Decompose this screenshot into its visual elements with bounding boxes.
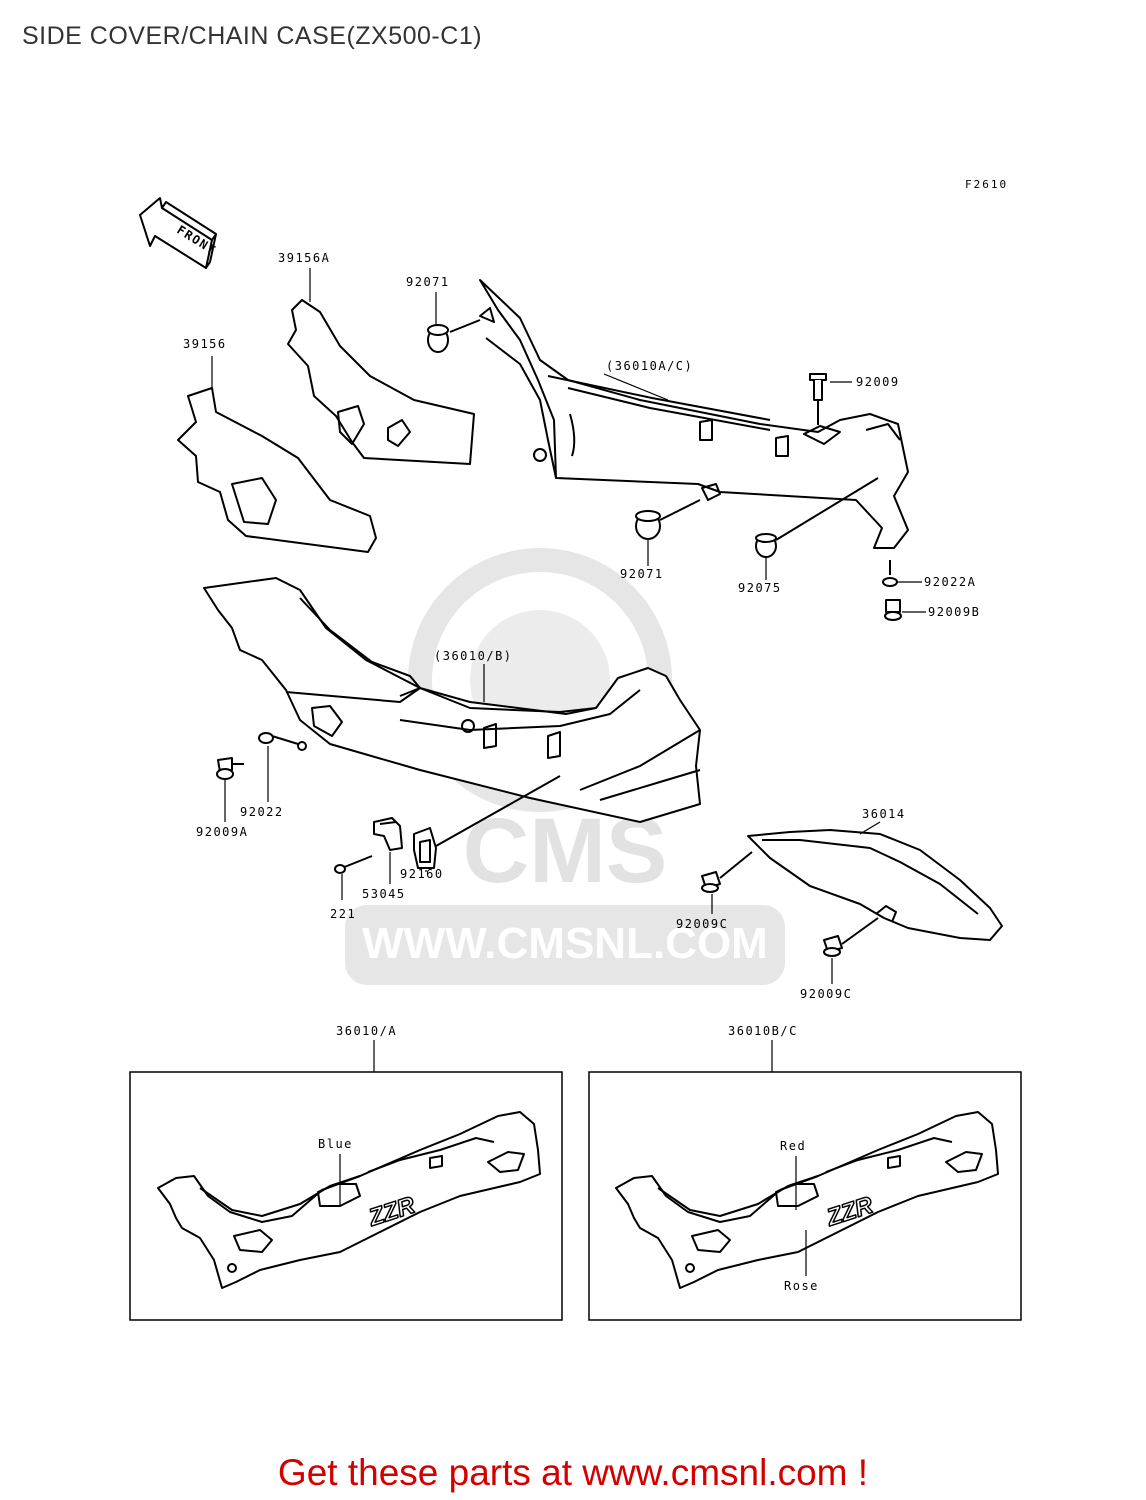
bolt-92009c-2-icon	[823, 917, 879, 957]
label-36010ac: (36010A/C)	[606, 359, 693, 373]
washer-92022a-icon	[882, 560, 898, 587]
label-53045: 53045	[362, 887, 406, 901]
part-36010ac-cover	[479, 279, 909, 549]
label-92009: 92009	[856, 375, 900, 389]
part-36014-chain-case	[747, 829, 1003, 941]
inset-a-callout-blue: Blue	[318, 1137, 353, 1151]
watermark-url: WWW.CMSNL.COM	[362, 919, 768, 968]
label-92071-top: 92071	[406, 275, 450, 289]
washer-92022-icon	[258, 732, 299, 745]
inset-36010bc: 36010B/C ZZR Red Rose	[588, 1024, 1022, 1321]
grommet-92071-mid-icon	[635, 499, 701, 540]
screw-221-icon	[334, 855, 373, 874]
label-92022: 92022	[240, 805, 284, 819]
grommet-92071-top-icon	[427, 307, 495, 353]
clip-53045-icon	[373, 817, 403, 851]
grommet-92075-icon	[755, 477, 879, 558]
grommet-92160-icon	[413, 775, 561, 869]
screw-92009-icon	[809, 373, 827, 425]
part-39156-cover	[177, 387, 377, 553]
bolt-92009b-icon	[884, 599, 902, 621]
label-92071-mid: 92071	[620, 567, 664, 581]
label-39156: 39156	[183, 337, 227, 351]
label-92160: 92160	[400, 867, 444, 881]
inset-bc-label: 36010B/C	[728, 1024, 798, 1038]
label-92075: 92075	[738, 581, 782, 595]
label-92009b: 92009B	[928, 605, 980, 619]
label-92009a: 92009A	[196, 825, 248, 839]
label-36010b: (36010/B)	[434, 649, 513, 663]
label-92009c-1: 92009C	[676, 917, 728, 931]
front-arrow-icon: FRONT	[139, 197, 219, 269]
label-36014: 36014	[862, 807, 906, 821]
page-title: SIDE COVER/CHAIN CASE(ZX500-C1)	[22, 22, 483, 50]
footer-promo-link[interactable]: Get these parts at www.cmsnl.com !	[277, 1452, 869, 1493]
figure-code: F2610	[965, 178, 1009, 191]
inset-a-label: 36010/A	[336, 1024, 397, 1038]
label-92022a: 92022A	[924, 575, 976, 589]
bolt-92009c-1-icon	[701, 851, 753, 893]
label-221: 221	[330, 907, 356, 921]
parts-diagram: CMS WWW.CMSNL.COM FRONT	[129, 197, 1022, 1321]
inset-bc-callout-rose: Rose	[784, 1279, 819, 1293]
inset-bc-callout-red: Red	[780, 1139, 806, 1153]
label-92009c-2: 92009C	[800, 987, 852, 1001]
label-39156a: 39156A	[278, 251, 330, 265]
inset-36010a: 36010/A ZZR Blue	[129, 1024, 563, 1321]
bolt-92009a-icon	[216, 757, 244, 780]
part-39156a-cover	[287, 299, 475, 465]
